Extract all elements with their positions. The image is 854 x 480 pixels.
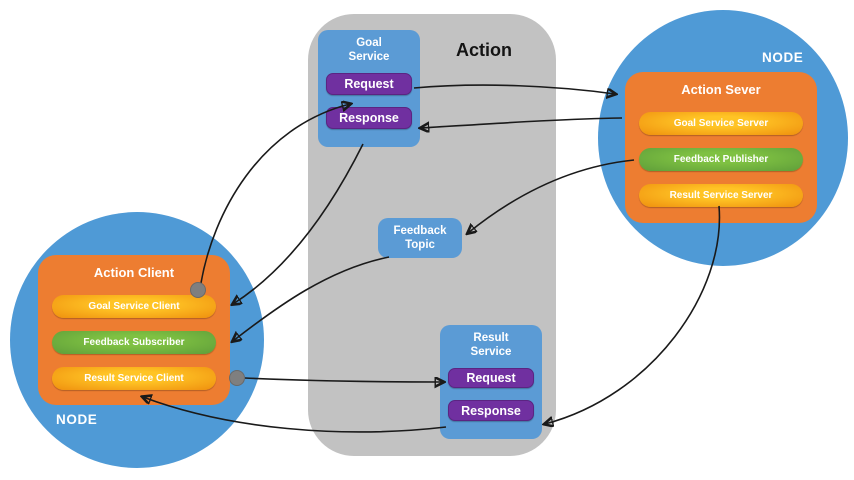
result-request-button: Request — [448, 367, 534, 389]
goal-service-box: Goal Service Request Response — [318, 30, 420, 147]
feedback-topic-label: Feedback Topic — [393, 224, 447, 251]
goal-request-button: Request — [326, 72, 412, 95]
action-server-box: Action Sever Goal Service Server Feedbac… — [625, 72, 817, 223]
goal-response-button: Response — [326, 106, 412, 129]
client-node-label: NODE — [56, 412, 98, 427]
action-client-title: Action Client — [93, 265, 175, 280]
result-response-button: Response — [448, 400, 534, 421]
result-service-server-pill: Result Service Server — [639, 184, 803, 207]
feedback-topic-box: Feedback Topic — [378, 218, 462, 258]
result-service-box: Result Service Request Response — [440, 325, 542, 439]
action-title: Action — [456, 40, 512, 60]
goal-service-label: Goal Service — [348, 37, 390, 64]
feedback-subscriber-pill: Feedback Subscriber — [52, 331, 216, 354]
result-service-label: Result Service — [470, 332, 512, 359]
goal-service-server-pill: Goal Service Server — [639, 112, 803, 135]
action-server-title: Action Sever — [681, 82, 761, 97]
result-service-client-pill: Result Service Client — [52, 367, 216, 390]
feedback-publisher-pill: Feedback Publisher — [639, 148, 803, 171]
goal-service-client-pill: Goal Service Client — [52, 295, 216, 318]
server-node-label: NODE — [762, 50, 804, 65]
action-client-box: Action Client Goal Service Client Feedba… — [38, 255, 230, 405]
